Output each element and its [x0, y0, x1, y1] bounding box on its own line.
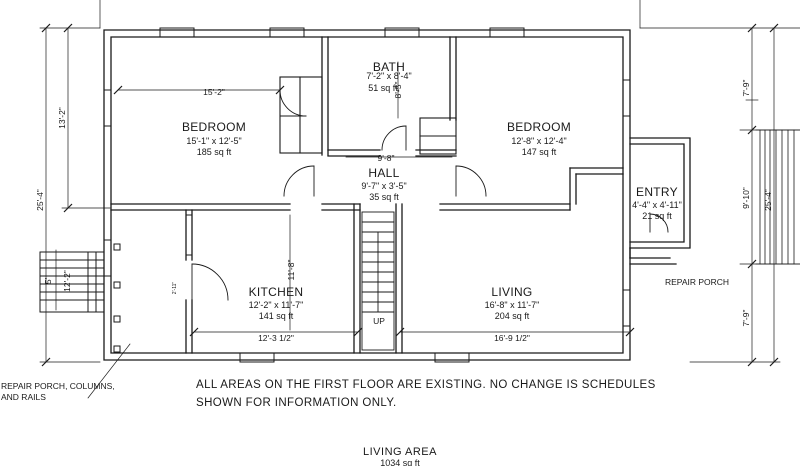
- room-living: LIVING 16'-8" x 11'-7" 204 sq ft 16'-9 1…: [485, 285, 540, 343]
- room-name: LIVING: [491, 285, 532, 299]
- room-name: BATH: [373, 60, 405, 74]
- room-bedroom-left: BEDROOM 15'-1" x 12'-5" 185 sq ft 15'-2": [182, 87, 246, 157]
- left-overall-dimension: 25'-4": [35, 189, 45, 211]
- windows: [103, 27, 631, 363]
- room-width-dimension: 15'-2": [203, 87, 225, 97]
- room-name: ENTRY: [636, 185, 678, 199]
- room-hall: 9'-8" HALL 9'-7" x 3'-5" 35 sq ft: [361, 153, 406, 202]
- room-name: BEDROOM: [507, 120, 571, 134]
- kitchen-width-dimension: 12'-3 1/2": [258, 333, 294, 343]
- porch-columns: [113, 243, 121, 353]
- side-porch-dimension: 12'-2": [62, 270, 72, 292]
- living-width-dimension: 16'-9 1/2": [494, 333, 530, 343]
- room-area: 204 sq ft: [495, 311, 530, 321]
- room-area: 141 sq ft: [259, 311, 294, 321]
- footer-title: LIVING AREA: [363, 446, 437, 458]
- dimension-lines: [39, 0, 800, 399]
- repair-note-line2: AND RAILS: [1, 392, 46, 402]
- room-kitchen: KITCHEN 12'-2" x 11'-7" 141 sq ft 12'-3 …: [172, 259, 303, 343]
- kitchen-cabinet-dimension: 2'-11": [172, 282, 178, 295]
- general-note-line1: ALL AREAS ON THE FIRST FLOOR ARE EXISTIN…: [196, 379, 656, 391]
- general-note-line2: SHOWN FOR INFORMATION ONLY.: [196, 397, 397, 409]
- repair-porch-label: REPAIR PORCH: [665, 277, 729, 287]
- room-entry: ENTRY 4'-4" x 4'-11" 21 sq ft: [632, 185, 682, 221]
- right-top-dimension: 7'-9": [741, 80, 751, 97]
- right-bottom-dimension: 7'-9": [741, 310, 751, 327]
- room-dimensions: 12'-2" x 11'-7": [249, 300, 304, 310]
- entry-vestibule: [629, 137, 691, 265]
- exterior-dimension-labels: 13'-2" 25'-4" 7'-9" 9'-10" 7'-9" 25'-4" …: [35, 80, 773, 327]
- room-name: BEDROOM: [182, 120, 246, 134]
- kitchen-height-dimension: 11'-8": [286, 259, 296, 280]
- room-area: 35 sq ft: [369, 192, 399, 202]
- room-dimensions: 9'-7" x 3'-5": [361, 181, 406, 191]
- interior-walls: [110, 36, 624, 354]
- hall-width-dimension: 9'-8": [378, 153, 395, 163]
- right-overall-dimension: 25'-4": [763, 189, 773, 211]
- room-name: HALL: [368, 166, 399, 180]
- stair-up-label: UP: [373, 316, 385, 326]
- porch-width-dimension: 5': [43, 277, 53, 284]
- door-swings: [191, 89, 669, 301]
- side-porch: [39, 251, 105, 313]
- room-area: 147 sq ft: [522, 147, 557, 157]
- room-dimensions: 7'-2" x 8'-4": [366, 71, 411, 81]
- room-area: 21 sq ft: [642, 211, 672, 221]
- room-bedroom-right: BEDROOM 12'-8" x 12'-4" 147 sq ft: [507, 120, 571, 157]
- left-top-dimension: 13'-2": [57, 107, 67, 129]
- bath-side-dimension: 8'-5": [393, 82, 403, 99]
- dimension-ticks: [41, 23, 779, 367]
- repair-note-line1: REPAIR PORCH, COLUMNS,: [1, 381, 115, 391]
- right-mid-dimension: 9'-10": [741, 187, 751, 209]
- room-bath: BATH 7'-2" x 8'-4" 51 sq ft 8'-5": [366, 60, 411, 98]
- room-dimensions: 4'-4" x 4'-11": [632, 200, 682, 210]
- room-dimensions: 15'-1" x 12'-5": [186, 136, 241, 146]
- stair: [361, 211, 395, 351]
- room-area: 185 sq ft: [197, 147, 232, 157]
- right-porch-steps: [755, 129, 800, 265]
- room-area: 51 sq ft: [368, 83, 398, 93]
- room-name: KITCHEN: [249, 285, 304, 299]
- room-dimensions: 12'-8" x 12'-4": [511, 136, 566, 146]
- footer-area: 1034 sq ft: [380, 458, 420, 466]
- room-dimensions: 16'-8" x 11'-7": [485, 300, 540, 310]
